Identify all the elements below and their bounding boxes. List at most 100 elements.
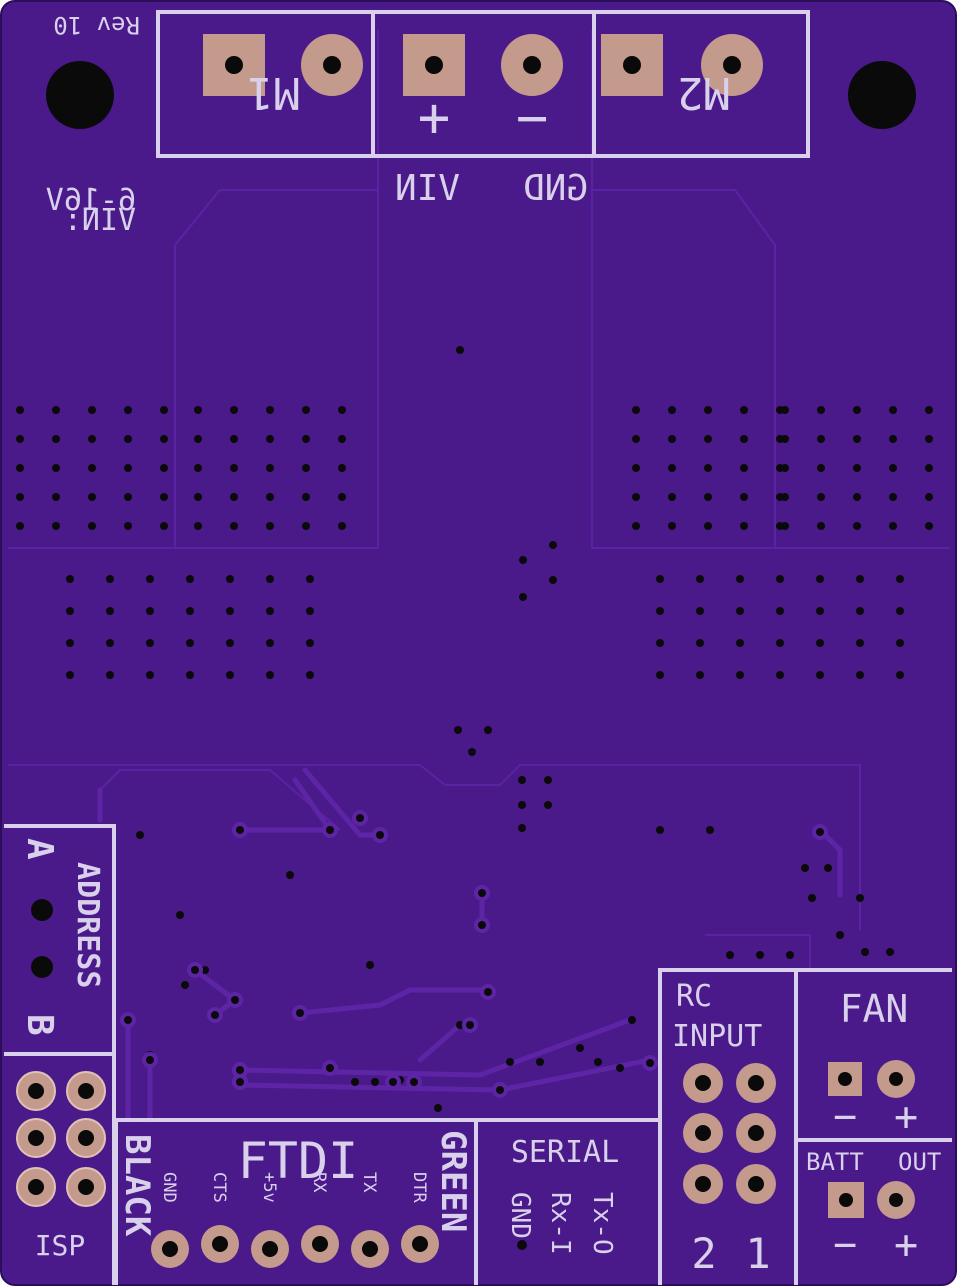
via (338, 464, 346, 472)
via (230, 435, 238, 443)
via (740, 522, 748, 530)
test-point-hole (646, 1059, 654, 1067)
via (656, 607, 664, 615)
via (668, 522, 676, 530)
terminal-block-silk (156, 10, 810, 158)
via (616, 1064, 624, 1072)
via (160, 522, 168, 530)
via (16, 435, 24, 443)
via (925, 464, 933, 472)
via (194, 435, 202, 443)
via (816, 575, 824, 583)
via (306, 575, 314, 583)
via (434, 1104, 442, 1112)
via (889, 522, 897, 530)
via (302, 464, 310, 472)
via (889, 493, 897, 501)
via (146, 639, 154, 647)
via (306, 639, 314, 647)
ftdi-pin-hole (262, 1241, 278, 1257)
via (124, 464, 132, 472)
via (338, 435, 346, 443)
via (506, 1058, 514, 1066)
via (656, 671, 664, 679)
test-point-hole (484, 988, 492, 996)
via (925, 522, 933, 530)
fan-minus-label: − (833, 1094, 857, 1140)
via (52, 406, 60, 414)
via (302, 435, 310, 443)
via (853, 464, 861, 472)
copper-pours (8, 30, 950, 968)
serial-pads (517, 1240, 527, 1250)
test-point-hole (146, 1056, 154, 1064)
via (302, 522, 310, 530)
via (194, 522, 202, 530)
via (696, 639, 704, 647)
test-point-hole (466, 1021, 474, 1029)
m1-hole-a (225, 56, 243, 74)
rc-pin-hole (748, 1176, 764, 1192)
via (181, 981, 189, 989)
rc-pin-hole (695, 1125, 711, 1141)
via (632, 493, 640, 501)
vias (16, 346, 933, 1112)
ftdi-pin-label: TX (359, 1172, 379, 1193)
via (106, 671, 114, 679)
rc-pin-hole (748, 1125, 764, 1141)
ftdi-title: FTDI (238, 1132, 358, 1190)
via (856, 894, 864, 902)
test-point-hole (211, 1011, 219, 1019)
fan-title: FAN (840, 987, 909, 1031)
via (696, 575, 704, 583)
via (594, 1058, 602, 1066)
batt-minus-label: − (833, 1222, 857, 1268)
via (106, 575, 114, 583)
via (786, 951, 794, 959)
via (484, 726, 492, 734)
via (16, 406, 24, 414)
via (668, 493, 676, 501)
rc-pin-hole (695, 1075, 711, 1091)
ftdi-pin-label: DTR (409, 1172, 429, 1203)
via (226, 607, 234, 615)
via (549, 576, 557, 584)
terminal-pads (203, 34, 763, 96)
via (454, 726, 462, 734)
isp-pin-hole (28, 1130, 44, 1146)
rc-header (683, 1063, 776, 1204)
via (836, 931, 844, 939)
via (266, 406, 274, 414)
via (886, 948, 894, 956)
batt-out-connector (828, 1181, 915, 1219)
m2-label: M2 (677, 67, 730, 118)
via (338, 493, 346, 501)
via (853, 435, 861, 443)
via (16, 522, 24, 530)
via (519, 556, 527, 564)
via (160, 493, 168, 501)
via (704, 522, 712, 530)
serial-title: SERIAL (511, 1135, 619, 1170)
via (519, 593, 527, 601)
serial-pin-label: Rx-I (545, 1192, 575, 1255)
m2-hole-b (723, 56, 741, 74)
via (230, 464, 238, 472)
test-point-hole (816, 828, 824, 836)
mounting-hole-right (848, 61, 916, 129)
via (306, 607, 314, 615)
via (740, 406, 748, 414)
vin-hole (425, 56, 443, 74)
via (776, 639, 784, 647)
via (266, 607, 274, 615)
m1-hole-b (323, 56, 341, 74)
via (146, 607, 154, 615)
ftdi-pin-label: CTS (209, 1172, 229, 1203)
rc-pin-hole (748, 1075, 764, 1091)
via (124, 522, 132, 530)
ftdi-green-label: GREEN (433, 1130, 473, 1232)
via (302, 406, 310, 414)
via (856, 607, 864, 615)
via (756, 951, 764, 959)
